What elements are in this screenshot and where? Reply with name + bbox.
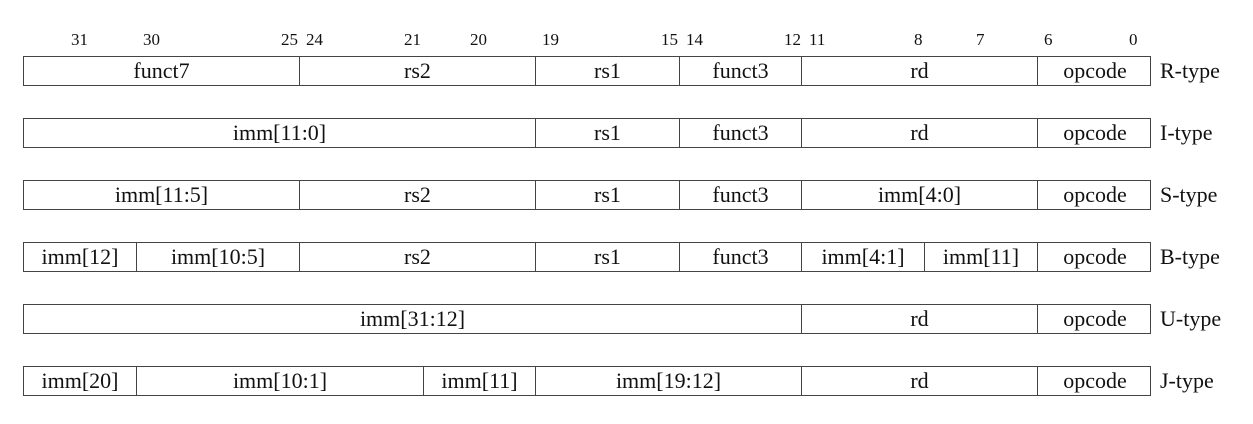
field-cell: rd xyxy=(802,305,1038,333)
bit-index-label: 0 xyxy=(1129,30,1138,49)
field-cell: imm[31:12] xyxy=(24,305,802,333)
field-cell: rs2 xyxy=(300,181,536,209)
field-cell: opcode xyxy=(1063,182,1127,207)
field-cell: rd xyxy=(802,57,1038,85)
bit-index-label: 7 xyxy=(976,30,985,49)
field-cell: rd xyxy=(802,367,1038,395)
bit-index-label: 8 xyxy=(914,30,923,49)
field-cell: opcode xyxy=(1063,306,1127,331)
field-cell: imm[4:1] xyxy=(802,243,925,271)
field-cell: rs2 xyxy=(300,57,536,85)
field-cell: rs1 xyxy=(536,243,680,271)
field-cell: imm[11:5] xyxy=(24,181,300,209)
field-cell: opcode xyxy=(1063,244,1127,269)
bit-index-label: 21 xyxy=(404,30,421,49)
bit-index-label: 30 xyxy=(143,30,160,49)
field-cell: opcode xyxy=(1063,120,1127,145)
field-cell: imm[11:0] xyxy=(24,119,536,147)
field-cell: funct3 xyxy=(680,57,802,85)
field-cell: funct3 xyxy=(680,119,802,147)
field-cell: imm[10:1] xyxy=(137,367,424,395)
field-cell: rd xyxy=(802,119,1038,147)
field-cell: rs1 xyxy=(536,57,680,85)
format-type-label: B-type xyxy=(1160,244,1220,269)
field-cell: imm[10:5] xyxy=(137,243,300,271)
bit-index-label: 19 xyxy=(542,30,559,49)
field-cell: funct7 xyxy=(24,57,300,85)
field-cell: imm[11] xyxy=(925,243,1038,271)
format-row-u-type: imm[31:12]rd opcode xyxy=(23,304,1151,334)
field-cell: opcode xyxy=(1063,368,1127,393)
bit-index-label: 14 xyxy=(686,30,703,49)
field-cell: rs2 xyxy=(300,243,536,271)
field-cell: rs1 xyxy=(536,119,680,147)
bit-index-label: 24 xyxy=(306,30,323,49)
field-cell: imm[4:0] xyxy=(802,181,1038,209)
field-cell: imm[11] xyxy=(424,367,536,395)
field-cell: imm[12] xyxy=(24,243,137,271)
field-cell: imm[19:12] xyxy=(536,367,802,395)
bit-index-label: 20 xyxy=(470,30,487,49)
field-cell: funct3 xyxy=(680,243,802,271)
bit-index-label: 25 xyxy=(281,30,298,49)
format-type-label: R-type xyxy=(1160,58,1220,83)
bit-index-label: 15 xyxy=(661,30,678,49)
bit-index-label: 6 xyxy=(1044,30,1053,49)
field-cell: imm[20] xyxy=(24,367,137,395)
format-type-label: I-type xyxy=(1160,120,1213,145)
field-cell: funct3 xyxy=(680,181,802,209)
format-type-label: J-type xyxy=(1160,368,1214,393)
bit-index-label: 12 xyxy=(784,30,801,49)
format-type-label: U-type xyxy=(1160,306,1222,331)
bit-index-label: 11 xyxy=(809,30,826,49)
bit-index-label: 31 xyxy=(71,30,88,49)
format-type-label: S-type xyxy=(1160,182,1218,207)
field-cell: rs1 xyxy=(536,181,680,209)
field-cell: opcode xyxy=(1063,58,1127,83)
